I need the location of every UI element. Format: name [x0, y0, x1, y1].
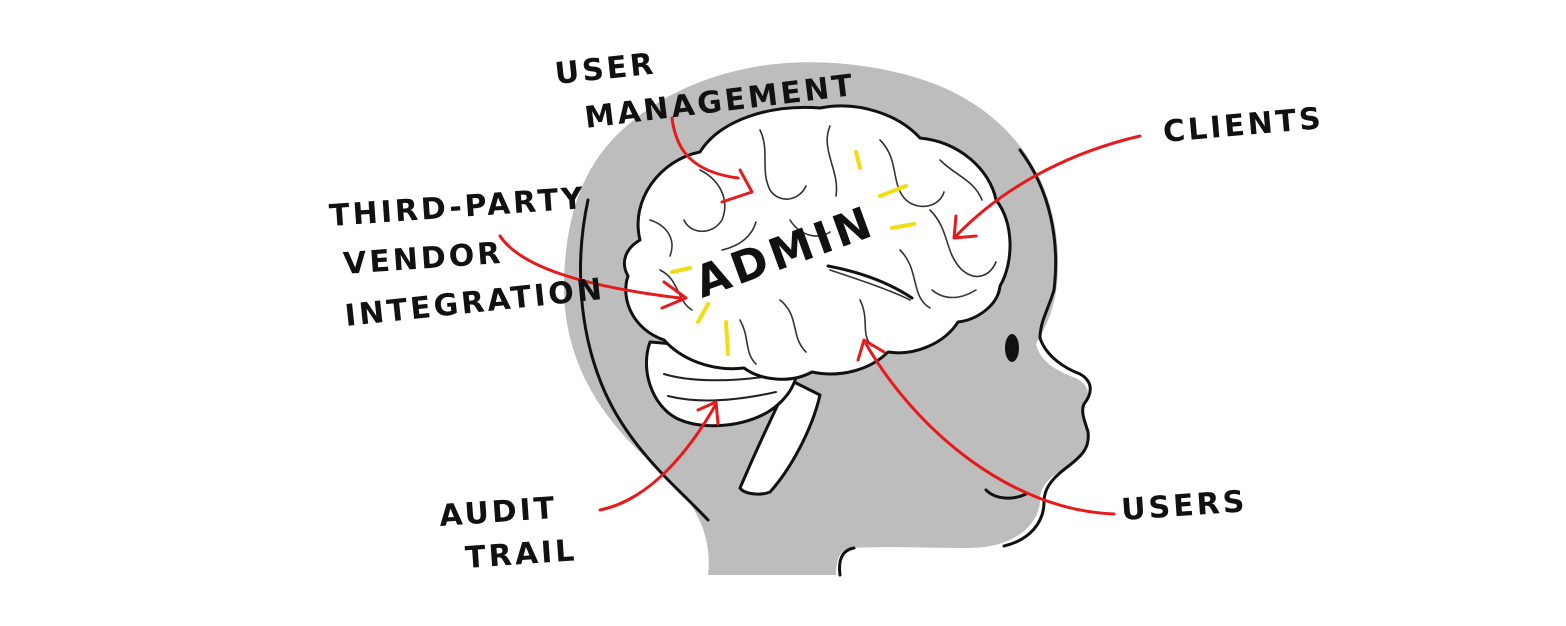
label-users: USERS: [1120, 484, 1248, 528]
lateral-sulcus: [826, 264, 914, 300]
spark-marks: [670, 150, 916, 356]
third-party-line2: VENDOR: [342, 236, 504, 282]
arrows: [498, 116, 1142, 516]
arrow-clients: [952, 134, 1142, 240]
arrow-users: [856, 338, 1116, 516]
face-profile-line: [1002, 148, 1092, 548]
brain-stem: [738, 378, 822, 496]
neck-line: [838, 546, 856, 577]
label-audit-trail: AUDIT TRAIL: [438, 491, 578, 576]
third-party-line1: THIRD-PARTY: [328, 181, 587, 234]
arrow-third-party: [498, 234, 688, 310]
audit-trail-line1: AUDIT: [438, 491, 558, 534]
label-third-party: THIRD-PARTY VENDOR INTEGRATION: [328, 181, 606, 334]
eye-icon: [1005, 334, 1019, 362]
arrow-audit-trail: [598, 400, 720, 512]
smile-mark: [984, 488, 1028, 500]
user-management-line1: USER: [553, 47, 658, 92]
cerebellum-fold: [663, 373, 777, 402]
audit-trail-line2: TRAIL: [464, 533, 578, 576]
arrow-user-management: [670, 116, 754, 204]
third-party-line3: INTEGRATION: [343, 272, 606, 334]
skull-back-line: [579, 198, 710, 522]
label-clients: CLIENTS: [1162, 101, 1325, 150]
